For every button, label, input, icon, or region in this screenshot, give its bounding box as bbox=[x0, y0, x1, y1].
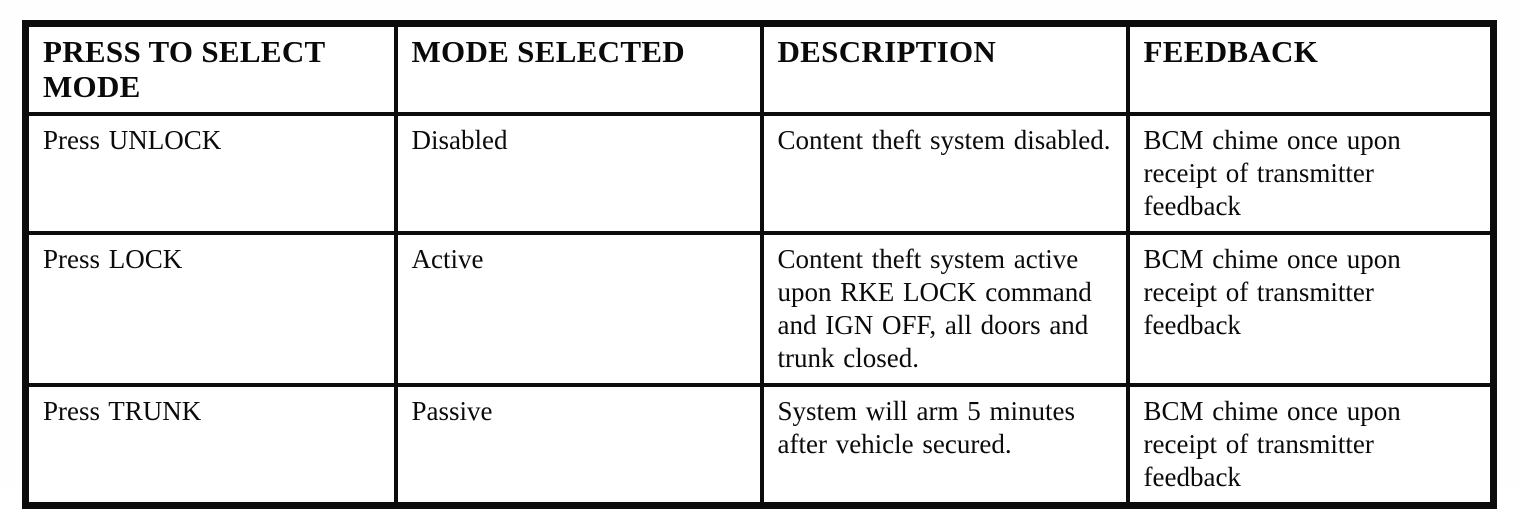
cell-mode-selected: Passive bbox=[393, 382, 764, 508]
cell-description: Content theft system disabled. bbox=[759, 112, 1130, 236]
cell-feedback: BCM chime once upon receipt of transmitt… bbox=[1125, 382, 1496, 508]
cell-description: Content theft system active upon RKE LOC… bbox=[759, 231, 1130, 387]
cell-feedback: BCM chime once upon receipt of transmitt… bbox=[1125, 112, 1496, 236]
column-header-press-to-select-mode: PRESS TO SELECT MODE bbox=[23, 21, 398, 117]
table-header-row: PRESS TO SELECT MODE MODE SELECTED DESCR… bbox=[23, 21, 1496, 117]
table-row-lock: Press LOCK Active Content theft system a… bbox=[23, 231, 1496, 387]
table-row-trunk: Press TRUNK Passive System will arm 5 mi… bbox=[23, 382, 1496, 508]
cell-press-action: Press UNLOCK bbox=[23, 112, 398, 236]
cell-mode-selected: Active bbox=[393, 231, 764, 387]
content-theft-mode-table: PRESS TO SELECT MODE MODE SELECTED DESCR… bbox=[22, 20, 1497, 509]
cell-press-action: Press LOCK bbox=[23, 231, 398, 387]
cell-description: System will arm 5 minutes after vehicle … bbox=[759, 382, 1130, 508]
scanned-document-page: PRESS TO SELECT MODE MODE SELECTED DESCR… bbox=[22, 20, 1497, 509]
cell-feedback: BCM chime once upon receipt of transmitt… bbox=[1125, 231, 1496, 387]
cell-press-action: Press TRUNK bbox=[23, 382, 398, 508]
column-header-mode-selected: MODE SELECTED bbox=[393, 21, 764, 117]
column-header-feedback: FEEDBACK bbox=[1125, 21, 1496, 117]
cell-mode-selected: Disabled bbox=[393, 112, 764, 236]
column-header-description: DESCRIPTION bbox=[759, 21, 1130, 117]
table-row-unlock: Press UNLOCK Disabled Content theft syst… bbox=[23, 112, 1496, 236]
